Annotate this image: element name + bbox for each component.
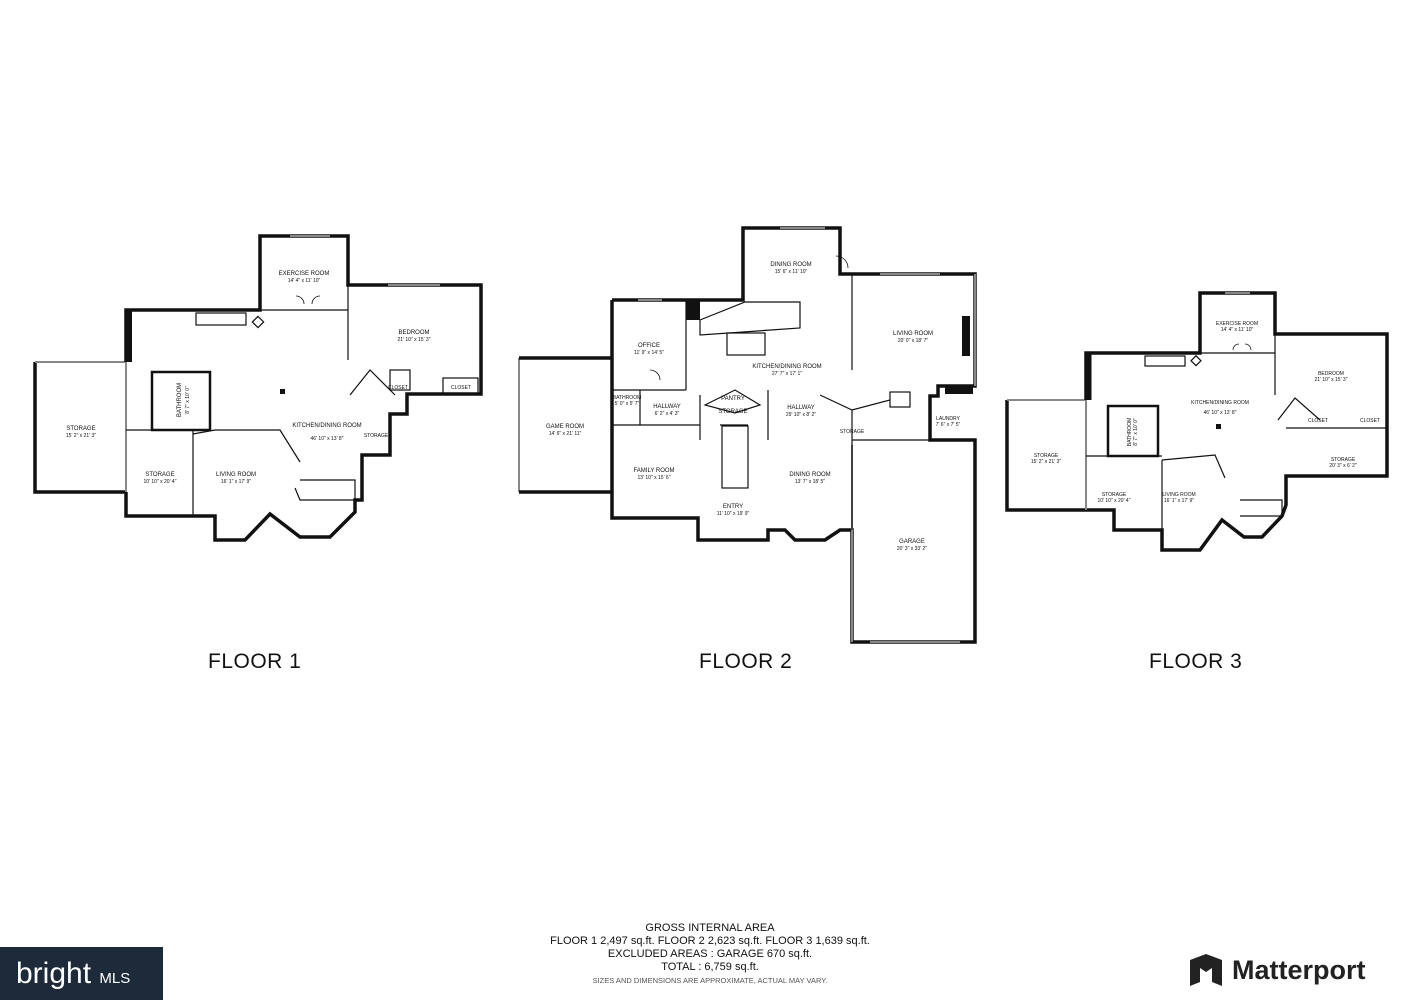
room-label: CLOSET (388, 385, 408, 391)
room-label: STORAGE (1331, 457, 1356, 463)
room-label: STORAGE (1102, 492, 1127, 498)
room-label: BATHROOM (177, 383, 183, 417)
room-dims: 14' 4" x 11' 10" (1221, 327, 1254, 333)
room-label: ENTRY (723, 504, 743, 510)
room-label: OFFICE (638, 343, 660, 349)
room-dims: 21' 10" x 15' 3" (398, 337, 431, 343)
room-label: STORAGE (364, 433, 389, 439)
matterport-icon (1190, 954, 1222, 986)
bright-mls-logo: bright MLS (0, 947, 163, 1000)
room-dims: 27' 7" x 17' 1" (772, 371, 802, 377)
room-label: DINING ROOM (770, 262, 811, 268)
room-label: STORAGE (840, 429, 865, 435)
room-label: STORAGE (718, 409, 747, 415)
room-dims: 13' 7" x 18' 5" (795, 479, 825, 485)
room-label: GAME ROOM (546, 424, 584, 430)
room-label: CLOSET (1308, 418, 1328, 424)
room-dims: 14' 6" x 21' 11" (549, 431, 582, 437)
room-label: FAMILY ROOM (633, 468, 674, 474)
room-label: DINING ROOM (789, 472, 830, 478)
floor-3-label: FLOOR 3 (1149, 650, 1243, 673)
floor-plan-drawing: EXERCISE ROOM 14' 4" x 11' 10" BEDROOM 2… (33, 226, 1389, 644)
room-dims: 5' 0" x 5' 7" (615, 401, 640, 407)
room-label: LIVING ROOM (1162, 492, 1195, 498)
bright-logo-mls: MLS (99, 970, 131, 987)
area-title: GROSS INTERNAL AREA (645, 922, 775, 934)
room-label: BEDROOM (1318, 371, 1344, 377)
room-label: PANTRY (721, 396, 745, 402)
room-dims: 16' 1" x 17' 9" (1164, 498, 1194, 504)
room-dims: 46' 10" x 13' 8" (311, 436, 344, 442)
room-dims: 21' 10" x 15' 3" (1315, 377, 1348, 383)
area-disclaimer: SIZES AND DIMENSIONS ARE APPROXIMATE, AC… (592, 976, 828, 985)
room-dims: 15' 2" x 21' 3" (1031, 459, 1061, 465)
room-label: HALLWAY (653, 404, 681, 410)
room-label: BATHROOM (613, 395, 642, 401)
room-dims: 15' 6" x 11' 10" (775, 269, 808, 275)
room-dims: 8' 7" x 10' 0" (1133, 418, 1139, 446)
room-label: STORAGE (1034, 453, 1059, 459)
area-total: TOTAL : 6,759 sq.ft. (661, 961, 759, 973)
room-dims: 10' 10" x 20' 4" (144, 479, 177, 485)
room-dims: 20' 3" x 33' 2" (897, 546, 927, 552)
matterport-name: Matterport (1232, 954, 1366, 985)
gross-area-summary: GROSS INTERNAL AREA FLOOR 1 2,497 sq.ft.… (460, 922, 960, 987)
room-label: KITCHEN/DINING ROOM (752, 364, 821, 370)
room-label: LIVING ROOM (216, 472, 256, 478)
room-dims: 20' 0" x 18' 7" (898, 338, 928, 344)
room-label: CLOSET (451, 385, 471, 391)
room-dims: 8' 7" x 10' 0" (185, 386, 191, 414)
bright-logo-word: bright (16, 957, 92, 990)
floor-2-label: FLOOR 2 (699, 650, 793, 673)
floor-1-label: FLOOR 1 (208, 650, 302, 673)
room-label: EXERCISE ROOM (279, 271, 330, 277)
room-label: STORAGE (66, 426, 95, 432)
room-dims: 6' 2" x 4' 3" (655, 411, 680, 417)
room-dims: 11' 10" x 19' 9" (717, 511, 750, 517)
room-label: KITCHEN/DINING ROOM (1191, 400, 1249, 406)
room-label: LAUNDRY (936, 416, 960, 422)
room-label: BATHROOM (1127, 418, 1133, 447)
floor-1-plan: EXERCISE ROOM 14' 4" x 11' 10" BEDROOM 2… (33, 234, 483, 542)
matterport-logo: Matterport (1188, 950, 1366, 990)
room-dims: 11' 9" x 14' 5" (634, 350, 664, 356)
room-dims: 14' 4" x 11' 10" (288, 278, 321, 284)
room-label: CLOSET (1360, 418, 1380, 424)
room-label: EXERCISE ROOM (1216, 321, 1258, 327)
room-label: KITCHEN/DINING ROOM (292, 423, 361, 429)
room-dims: 13' 10" x 15' 6" (638, 475, 671, 481)
room-label: LIVING ROOM (893, 331, 933, 337)
room-dims: 7' 6" x 7' 5" (936, 422, 961, 428)
room-label: HALLWAY (787, 405, 815, 411)
room-label: STORAGE (145, 472, 174, 478)
room-label: BEDROOM (398, 330, 429, 336)
area-floors: FLOOR 1 2,497 sq.ft. FLOOR 2 2,623 sq.ft… (550, 935, 870, 947)
area-excluded: EXCLUDED AREAS : GARAGE 670 sq.ft. (607, 948, 813, 960)
room-dims: 15' 2" x 21' 3" (66, 433, 96, 439)
room-dims: 16' 1" x 17' 9" (221, 479, 251, 485)
room-dims: 29' 10" x 8' 2" (786, 412, 816, 418)
floor-2-plan: DINING ROOM 15' 6" x 11' 10" LIVING ROOM… (518, 226, 977, 644)
room-dims: 20' 3" x 6' 2" (1329, 463, 1357, 469)
floor-3-plan: EXERCISE ROOM 14' 4" x 11' 10" BEDROOM 2… (1005, 291, 1389, 552)
room-dims: 10' 10" x 20' 4" (1098, 498, 1131, 504)
room-label: GARAGE (899, 539, 925, 545)
room-dims: 46' 10" x 13' 8" (1204, 410, 1237, 416)
